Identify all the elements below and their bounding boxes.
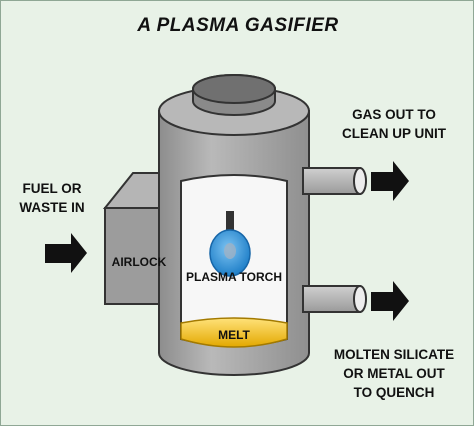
molten-out-arrow (371, 281, 409, 321)
molten-out-label-line3: TO QUENCH (353, 385, 435, 400)
molten-out-label-line1: MOLTEN SILICATE (333, 347, 455, 362)
molten-out-label-line2: OR METAL OUT (343, 366, 445, 381)
molten-outlet-pipe (302, 285, 367, 313)
gas-outlet-pipe (302, 167, 367, 195)
molten-out-label: MOLTEN SILICATE OR METAL OUT TO QUENCH (319, 345, 469, 402)
airlock-label: AIRLOCK (111, 255, 167, 269)
torch-label: PLASMA TORCH (186, 270, 282, 284)
plasma-torch (209, 211, 251, 277)
gas-out-label-line2: CLEAN UP UNIT (341, 126, 446, 141)
input-label-line1: FUEL OR (22, 181, 82, 196)
input-label: FUEL OR WASTE IN (7, 179, 97, 217)
gas-out-label-line1: GAS OUT TO (352, 107, 436, 122)
gas-out-label: GAS OUT TO CLEAN UP UNIT (319, 105, 469, 143)
diagram-title: A PLASMA GASIFIER (137, 15, 339, 36)
gas-out-arrow (371, 161, 409, 201)
melt-pool (180, 317, 288, 348)
melt-label: MELT (218, 328, 250, 342)
input-label-line2: WASTE IN (19, 200, 85, 215)
input-arrow (45, 233, 87, 273)
